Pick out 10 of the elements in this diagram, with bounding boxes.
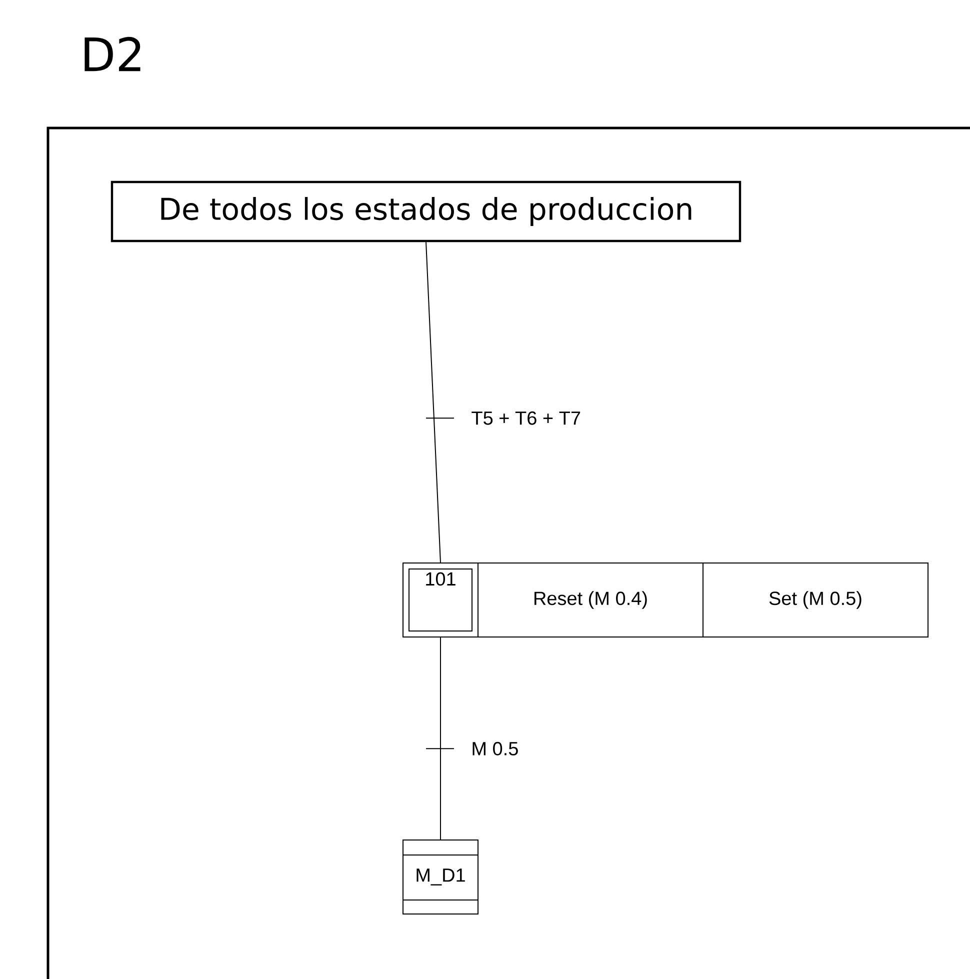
- connector: [440, 637, 441, 840]
- action-box: Set (M 0.5): [702, 562, 928, 638]
- source-box: De todos los estados de produccion: [110, 180, 742, 242]
- edge-label: M 0.5: [472, 742, 518, 756]
- macro-step-box: M_D1: [402, 840, 478, 914]
- edge-label: T5 + T6 + T7: [472, 411, 580, 425]
- connector: [426, 242, 441, 563]
- title: D2: [84, 36, 140, 72]
- step-box: 101: [402, 562, 478, 638]
- action-box: Reset (M 0.4): [478, 562, 704, 638]
